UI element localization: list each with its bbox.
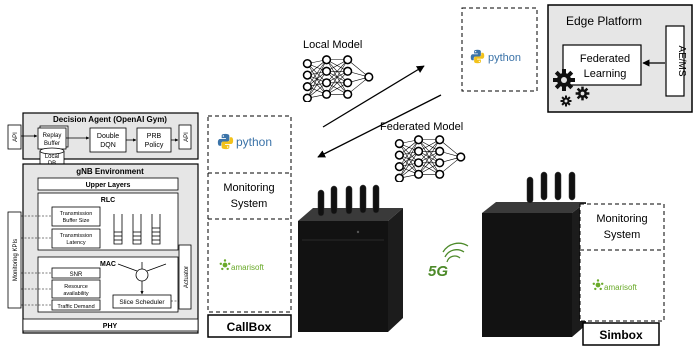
transmission-buffer-size-box: Transmission Buffer Size	[51, 206, 101, 227]
replay-buffer-line2: Buffer	[44, 141, 60, 147]
tx-buffer-size-line2: Buffer Size	[63, 218, 90, 224]
edge-platform-title: Edge Platform	[566, 14, 642, 28]
federated-learning-box: Federated Learning	[562, 44, 642, 86]
callbox-monitoring-line1: Monitoring	[223, 182, 274, 194]
5g-label: 5G	[428, 263, 448, 280]
download-arrow	[317, 94, 442, 158]
upper-layers-box: Upper Layers	[37, 177, 179, 191]
tx-buffer-size-line1: Transmission	[60, 211, 93, 217]
snr-box: SNR	[51, 267, 101, 279]
tx-latency-line1: Transmission	[60, 233, 93, 239]
federated-learning-line1: Federated	[580, 53, 630, 65]
federated-model-network-icon	[394, 135, 466, 182]
snr-label: SNR	[70, 272, 83, 278]
decision-agent-title: Decision Agent (OpenAI Gym)	[53, 115, 167, 124]
upper-layers-label: Upper Layers	[86, 182, 131, 189]
env-connectors	[21, 215, 179, 306]
simbox-monitoring-line2: System	[604, 229, 641, 241]
resource-availability-line1: Resource	[64, 284, 88, 290]
local-db-line1: Local	[45, 154, 59, 160]
upload-arrow	[322, 65, 425, 128]
monitoring-kpis-label: Monitoring KPIs	[13, 239, 19, 281]
federated-model-label: Federated Model	[380, 121, 463, 133]
ae-ms-label: AE/MS	[676, 45, 687, 76]
api-right-label: API	[184, 132, 190, 142]
simbox-name-box: Simbox	[582, 322, 660, 346]
actuator-bar: Actuator	[178, 244, 192, 310]
traffic-demand-box: Traffic Demand	[51, 299, 101, 311]
gear-icon	[575, 86, 590, 101]
slice-scheduler-box: Slice Scheduler	[112, 294, 172, 309]
simbox-name-label: Simbox	[599, 328, 643, 342]
prb-policy-box: PRB Policy	[136, 127, 172, 153]
simbox-antennas	[526, 171, 576, 204]
simbox-column: Monitoring System amarisoft	[579, 203, 665, 322]
resource-availability-line2: availability	[63, 291, 89, 297]
gear-icon	[560, 95, 572, 107]
edge-python-label: python	[488, 52, 521, 64]
ae-ms-box: AE/MS	[665, 25, 687, 97]
agent-arrows	[21, 134, 179, 142]
api-left-box: API	[7, 124, 22, 150]
local-model-network-icon	[302, 55, 374, 102]
prb-policy-line1: PRB	[147, 133, 162, 140]
replay-buffer-line1: Replay	[43, 133, 62, 139]
local-model-label: Local Model	[303, 39, 362, 51]
phy-label: PHY	[103, 323, 118, 330]
double-dqn-box: Double DQN	[89, 127, 127, 153]
scheduler-merge-icon	[117, 262, 167, 295]
simbox-monitoring-line1: Monitoring	[596, 213, 647, 225]
callbox-hardware-image	[298, 184, 403, 332]
double-dqn-line1: Double	[97, 133, 119, 140]
callbox-column: python Monitoring System amarisoft	[207, 115, 292, 313]
double-dqn-line2: DQN	[100, 142, 116, 149]
federated-learning-line2: Learning	[584, 68, 627, 80]
phy-box: PHY	[22, 318, 199, 332]
callbox-name-label: CallBox	[227, 320, 272, 334]
simbox-amarisoft-label: amarisoft	[604, 283, 638, 292]
callbox-monitoring-line2: System	[231, 198, 268, 210]
edge-python-box: python	[461, 7, 538, 92]
actuator-label: Actuator	[184, 266, 190, 288]
tx-latency-line2: Latency	[66, 240, 86, 246]
callbox-python-label: python	[236, 135, 272, 149]
slice-scheduler-label: Slice Scheduler	[119, 299, 165, 306]
api-left-label: API	[13, 132, 19, 142]
callbox-antennas	[317, 184, 380, 217]
transmission-latency-box: Transmission Latency	[51, 228, 101, 249]
gear-icon	[553, 69, 575, 91]
mac-label: MAC	[100, 261, 116, 268]
replay-buffer-box: Replay Buffer	[37, 125, 69, 150]
5g-badge: 5G	[428, 242, 469, 280]
traffic-demand-label: Traffic Demand	[57, 304, 94, 310]
gnb-environment-title: gNB Environment	[76, 167, 144, 176]
prb-policy-line2: Policy	[145, 142, 164, 149]
resource-availability-box: Resource availability	[51, 279, 101, 299]
simbox-hardware-image	[482, 171, 586, 337]
rlc-queues-icon	[113, 214, 161, 245]
callbox-name-box: CallBox	[207, 314, 292, 338]
api-right-box: API	[178, 124, 192, 150]
callbox-amarisoft-label: amarisoft	[231, 263, 265, 272]
monitoring-kpis-bar: Monitoring KPIs	[7, 211, 22, 309]
rlc-label: RLC	[101, 197, 115, 204]
